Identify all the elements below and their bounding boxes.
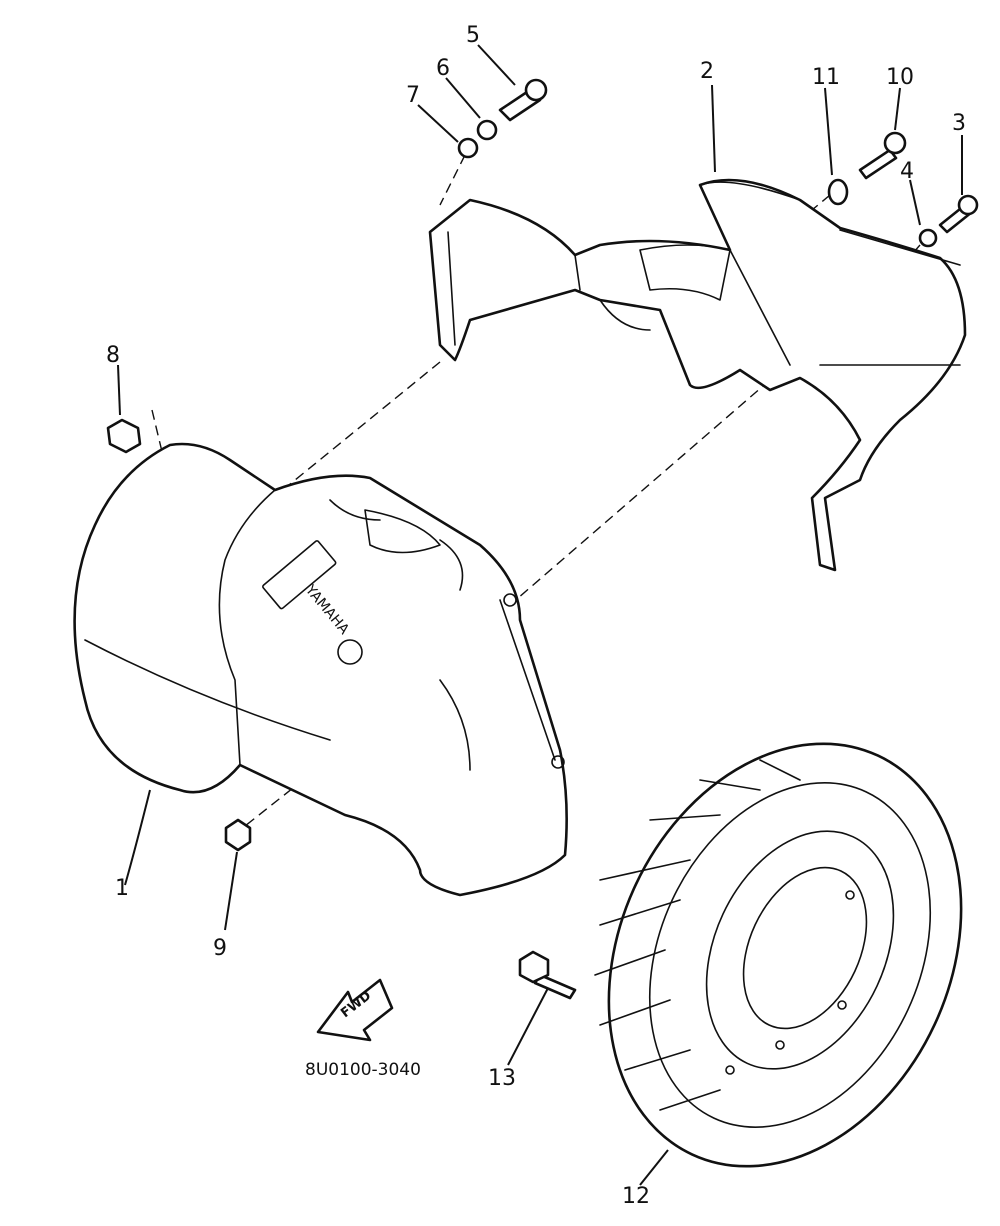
washer-part-6 bbox=[476, 119, 498, 141]
callout-1: 1 bbox=[115, 876, 129, 901]
callout-labels: 1 2 3 4 5 6 7 8 9 10 11 12 13 bbox=[106, 23, 966, 1209]
washer-part-7 bbox=[457, 137, 479, 159]
callout-10: 10 bbox=[886, 65, 914, 90]
callout-12: 12 bbox=[622, 1184, 650, 1209]
callout-2: 2 bbox=[700, 59, 714, 84]
washer-part-11 bbox=[827, 178, 849, 206]
callout-13: 13 bbox=[488, 1066, 516, 1091]
lower-shroud-part: YAMAHA bbox=[73, 442, 568, 897]
nut-part-8 bbox=[106, 418, 142, 454]
washer-part-4 bbox=[918, 228, 938, 248]
flywheel-fan-part bbox=[594, 742, 963, 1168]
bolt-part-5 bbox=[498, 78, 548, 122]
bolt-part-10 bbox=[858, 131, 907, 180]
callout-5: 5 bbox=[466, 23, 480, 48]
callout-4: 4 bbox=[900, 159, 914, 184]
upper-shroud-part bbox=[428, 178, 967, 572]
callout-8: 8 bbox=[106, 343, 120, 368]
callout-7: 7 bbox=[406, 83, 420, 108]
callout-6: 6 bbox=[436, 56, 450, 81]
nut-part-9 bbox=[224, 818, 252, 852]
callout-3: 3 bbox=[952, 111, 966, 136]
leader-lines bbox=[117, 44, 963, 1186]
brand-plate bbox=[262, 540, 337, 610]
forward-direction-arrow: FWD bbox=[316, 978, 394, 1042]
hardware-parts bbox=[106, 78, 979, 1000]
callout-9: 9 bbox=[213, 936, 227, 961]
bolt-part-13 bbox=[518, 950, 577, 1000]
bolt-part-3 bbox=[938, 194, 979, 234]
callout-11: 11 bbox=[812, 65, 840, 90]
diagram-code: 8U0100-3040 bbox=[305, 1060, 421, 1080]
